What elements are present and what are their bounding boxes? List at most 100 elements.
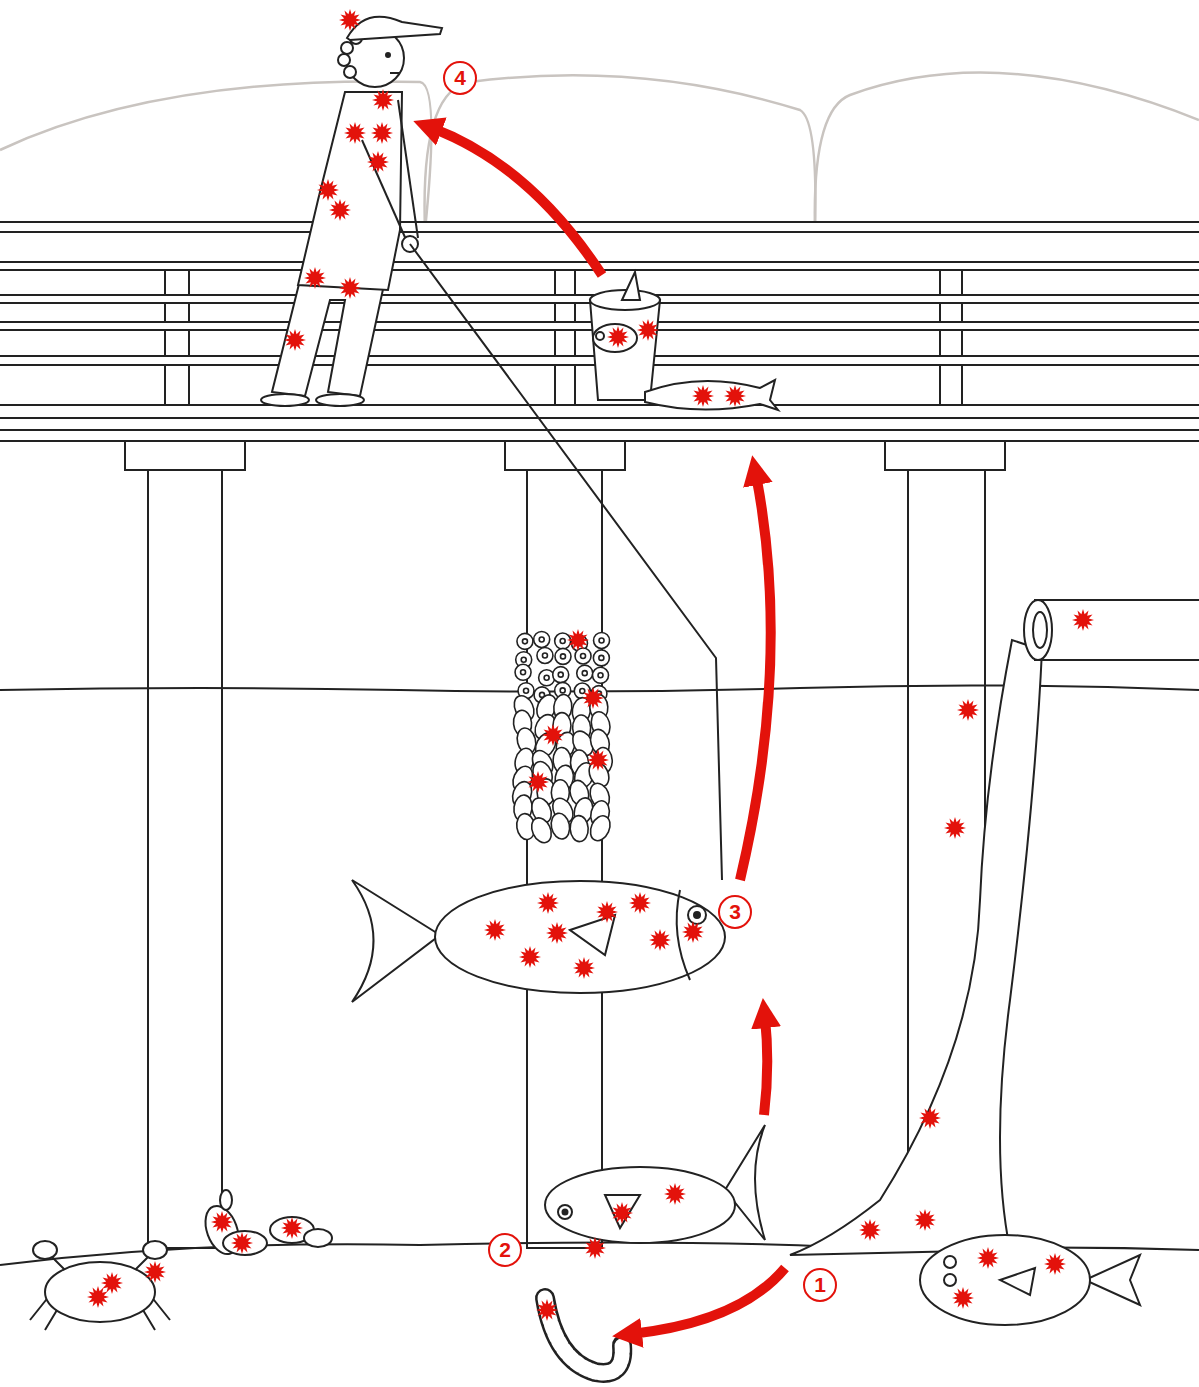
contaminant-star	[914, 1209, 936, 1231]
big-fish	[352, 880, 725, 1002]
barnacle	[515, 664, 531, 680]
worm	[545, 1298, 622, 1373]
contaminant-star	[542, 724, 564, 746]
mussel	[587, 813, 614, 844]
floor-mussels	[199, 1190, 332, 1259]
contaminant-star	[144, 1261, 166, 1283]
contaminant-star	[339, 9, 361, 31]
barnacle	[522, 639, 527, 644]
barnacle	[594, 632, 610, 648]
contaminant-star	[584, 1237, 606, 1259]
barnacle	[539, 670, 555, 686]
barnacle	[577, 665, 593, 681]
contaminant-star	[724, 385, 746, 407]
crab	[30, 1241, 170, 1330]
contaminant-marks	[87, 9, 1094, 1321]
contaminant-star	[952, 1287, 974, 1309]
contaminant-star	[611, 1202, 633, 1224]
contaminant-star	[537, 892, 559, 914]
barnacle	[593, 667, 609, 683]
callout-number: 4	[443, 61, 477, 95]
contaminant-star	[211, 1211, 233, 1233]
barnacle	[560, 639, 565, 644]
barnacle	[593, 650, 609, 666]
contaminant-star	[367, 151, 389, 173]
contaminant-star	[607, 326, 629, 348]
barnacle	[553, 667, 569, 683]
contaminant-star	[629, 892, 651, 914]
outfall-pipe	[790, 600, 1199, 1255]
contaminant-star	[519, 946, 541, 968]
contaminant-star	[859, 1219, 881, 1241]
contaminant-star	[582, 687, 604, 709]
barnacle	[598, 673, 603, 678]
contaminant-star	[649, 929, 671, 951]
barnacle	[599, 638, 604, 643]
contaminant-star	[304, 267, 326, 289]
contaminant-star	[682, 921, 704, 943]
contaminant-star	[587, 749, 609, 771]
contaminant-star	[944, 817, 966, 839]
fishing-line	[410, 244, 722, 880]
contaminant-star	[101, 1272, 123, 1294]
contaminant-star	[977, 1247, 999, 1269]
contaminant-star	[484, 919, 506, 941]
callout-number: 1	[803, 1268, 837, 1302]
contaminant-star	[957, 699, 979, 721]
barnacle	[582, 671, 587, 676]
barnacle	[517, 633, 533, 649]
barnacle	[575, 648, 591, 664]
contaminant-star	[231, 1232, 253, 1254]
pier-pilings	[125, 440, 1005, 1248]
contaminant-star	[372, 89, 394, 111]
contaminant-star	[317, 179, 339, 201]
barnacle	[560, 688, 565, 693]
contaminant-star	[1072, 609, 1094, 631]
bucket-and-catch	[590, 272, 778, 410]
barnacle	[581, 653, 586, 658]
contaminant-star	[536, 1299, 558, 1321]
contaminant-star	[284, 329, 306, 351]
contaminant-star	[692, 385, 714, 407]
contaminant-star	[596, 901, 618, 923]
barnacle	[544, 675, 549, 680]
barnacle	[537, 647, 553, 663]
small-fish	[545, 1125, 765, 1243]
callout-number: 3	[718, 895, 752, 929]
contaminant-star	[339, 277, 361, 299]
contaminant-star	[527, 771, 549, 793]
barnacle	[560, 654, 565, 659]
pier-railing	[0, 222, 1199, 441]
barnacle	[542, 653, 547, 658]
background-arches	[0, 73, 1199, 230]
contaminant-star	[567, 629, 589, 651]
pier-man	[261, 17, 442, 406]
contaminant-star	[344, 122, 366, 144]
mussel-cluster	[509, 631, 614, 845]
barnacle	[558, 672, 563, 677]
barnacle	[539, 637, 544, 642]
contaminant-star	[1044, 1253, 1066, 1275]
contaminant-star	[371, 122, 393, 144]
barnacle	[521, 657, 526, 662]
contaminant-star	[573, 957, 595, 979]
barnacle	[521, 670, 526, 675]
barnacle	[555, 648, 571, 664]
contaminant-star	[637, 319, 659, 341]
flatfish	[920, 1235, 1140, 1325]
contaminant-star	[281, 1217, 303, 1239]
contaminant-star	[546, 922, 568, 944]
mussel	[549, 812, 572, 841]
contaminant-star	[919, 1107, 941, 1129]
mussel	[569, 815, 589, 842]
barnacle	[555, 633, 571, 649]
contaminant-star	[87, 1286, 109, 1308]
barnacle	[524, 688, 529, 693]
barnacle	[534, 631, 550, 647]
barnacle	[599, 655, 604, 660]
contaminant-star	[329, 199, 351, 221]
mussel	[528, 815, 555, 846]
transfer-arrows	[432, 128, 785, 1334]
